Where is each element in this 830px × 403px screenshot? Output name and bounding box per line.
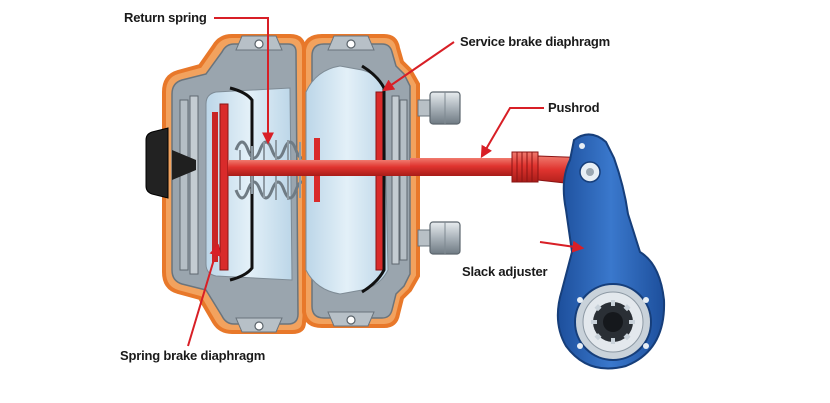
- leader-service-diaphragm: [382, 41, 455, 92]
- service-housing-ribs: [391, 95, 408, 265]
- pushrod-shaft-inner: [228, 160, 438, 176]
- label-service-brake-diaphragm: Service brake diaphragm: [460, 34, 610, 49]
- pushrod-threaded-sleeve: [511, 151, 539, 183]
- slack-adjuster-hole-top: [579, 143, 585, 149]
- service-brake-housing: [302, 34, 420, 328]
- leader-pushrod: [480, 107, 544, 159]
- spring-housing-ribs: [179, 95, 199, 275]
- service-diaphragm-edge: [361, 64, 386, 294]
- spring-housing-bottom-bolt: [254, 321, 264, 331]
- release-cap: [145, 127, 169, 199]
- leader-spring-diaphragm: [187, 243, 221, 347]
- mounting-bolt-bottom: [417, 221, 461, 255]
- leader-lines: [187, 17, 585, 347]
- leader-slack-adjuster: [539, 240, 585, 253]
- leader-return-spring: [214, 17, 274, 145]
- label-slack-adjuster: Slack adjuster: [462, 264, 547, 279]
- pushrod-shaft: [410, 158, 528, 176]
- slack-adjuster-spline: [591, 300, 635, 344]
- label-spring-brake-diaphragm: Spring brake diaphragm: [120, 348, 265, 363]
- service-housing-bottom-bolt: [346, 315, 356, 325]
- spring-housing-top-bolt: [254, 39, 264, 49]
- spring-diaphragm-plate: [212, 112, 218, 262]
- label-pushrod: Pushrod: [548, 100, 600, 115]
- spring-brake-diaphragm: [219, 103, 229, 271]
- label-return-spring: Return spring: [124, 10, 207, 25]
- service-chamber-cavity: [305, 65, 389, 295]
- service-housing-top-bolt: [346, 39, 356, 49]
- caging-wedge: [172, 150, 196, 180]
- mounting-bolt-top: [417, 91, 461, 125]
- slack-adjuster: [556, 133, 666, 370]
